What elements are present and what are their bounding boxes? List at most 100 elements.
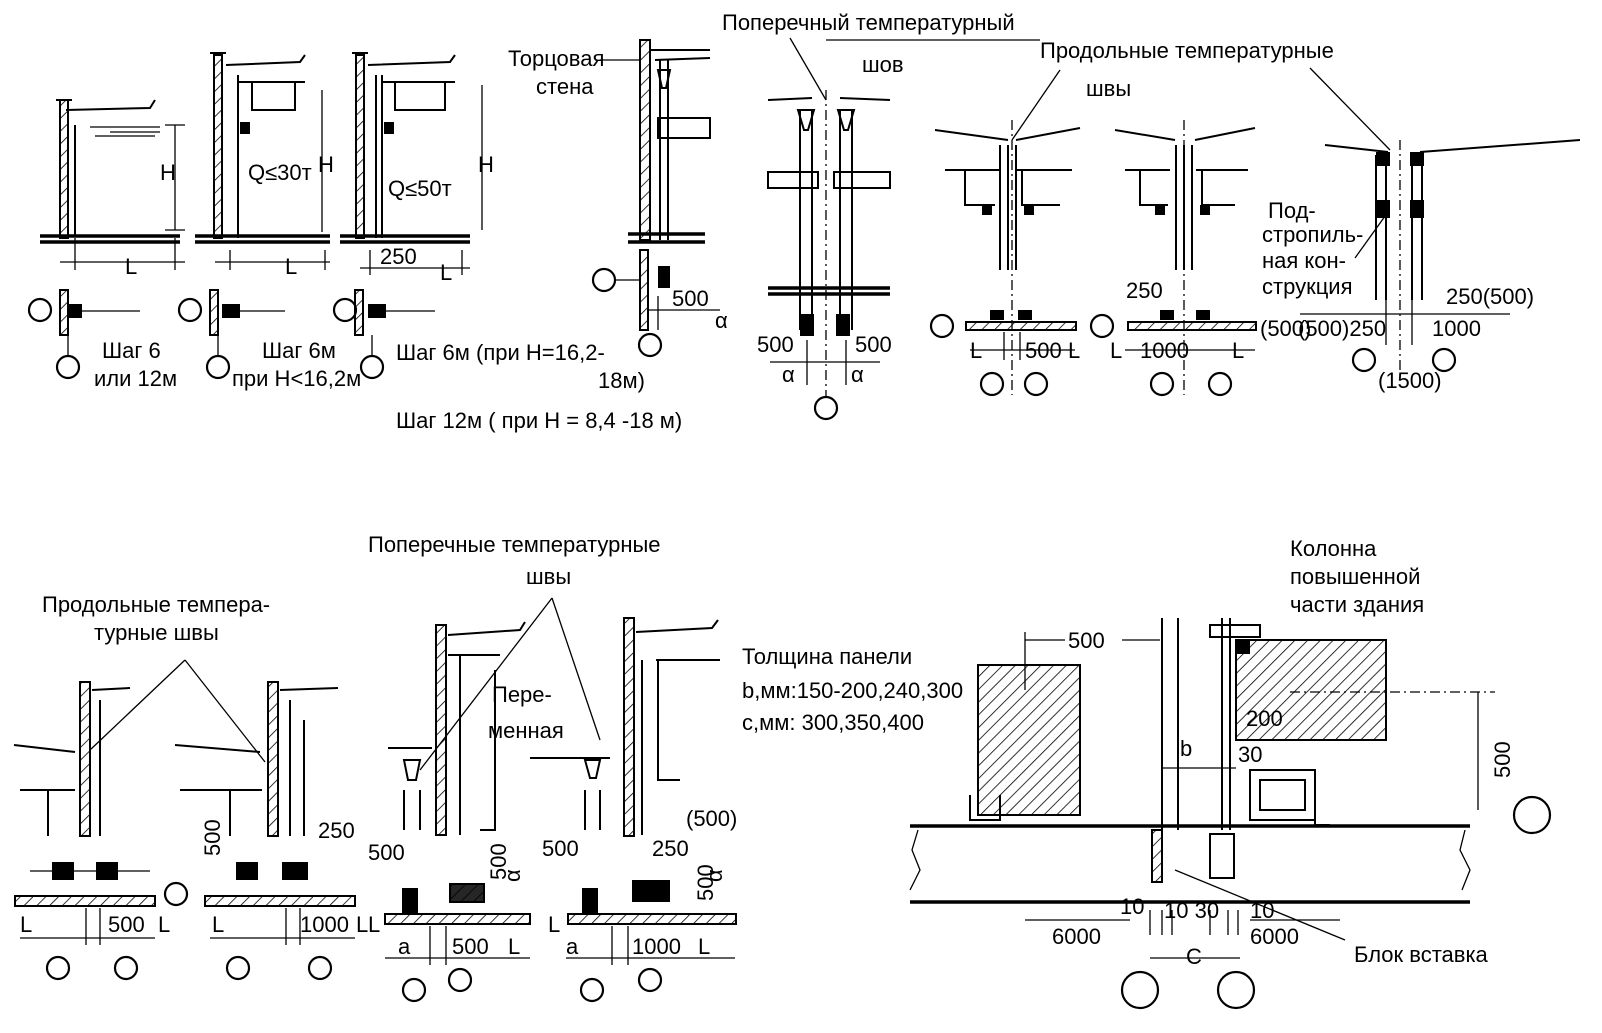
offset-500-joint-1: 500 [1025, 338, 1062, 363]
step-note-c-2: 18м) [598, 368, 645, 393]
offset-1000-d: 1000 [632, 934, 681, 959]
span-L-b1: L [20, 912, 32, 937]
offset-10-b: 10 [1250, 898, 1274, 923]
scheme-crane-50t: Q≤50т H 250 L [340, 52, 494, 285]
offset-500-b1: 500 [108, 912, 145, 937]
alpha-c1: α [500, 869, 525, 882]
offset-10-a: 10 [1120, 894, 1144, 919]
column-label-2: повышенной [1290, 564, 1420, 589]
offset-1000-joint-3: 1000 [1432, 316, 1481, 341]
column-label-1: Колонна [1290, 536, 1377, 561]
transverse-joint-title: Поперечный температурный [722, 10, 1015, 35]
alpha-right: α [851, 362, 864, 387]
bottom-transverse-joints: Поперечные температурные швы Пере- менна… [368, 532, 737, 1003]
offset-500-vertical: 500 [200, 819, 225, 856]
span-L-4: L [1232, 338, 1244, 363]
b-values-label: b,мм:150-200,240,300 [742, 678, 963, 703]
end-wall-detail: Торцовая стена 500 α [508, 39, 728, 358]
seam-label: шов [862, 52, 904, 77]
alpha-left: α [782, 362, 795, 387]
crane-capacity-50: Q≤50т [388, 176, 452, 201]
scheme-no-crane: H L [40, 99, 185, 279]
height-label: H [318, 152, 334, 177]
span-L-c2: L [508, 934, 520, 959]
rafter-label-1: Под- [1268, 198, 1316, 223]
crane-capacity-30: Q≤30т [248, 160, 312, 185]
offset-30-top: 30 [1238, 742, 1262, 767]
offset-500-paren: (500) [1260, 316, 1311, 341]
variable-label-1: Пере- [492, 682, 552, 707]
offset-500-right: 500 [855, 332, 892, 357]
offset-500-250: (500)250 [1298, 316, 1386, 341]
a-label-c1: a [398, 934, 411, 959]
offset-500-e: 500 [1068, 628, 1105, 653]
column-label-3: части здания [1290, 592, 1424, 617]
bottom-long-joints-label-1: Продольные темпера- [42, 592, 270, 617]
span-L-b4: L [356, 912, 368, 937]
offset-1000-b: 1000 [300, 912, 349, 937]
transverse-joint-detail: Поперечный температурный шов 500 500 α α [722, 10, 1040, 421]
offset-250-joint-2: 250 [1126, 278, 1163, 303]
offset-250-d: 250 [652, 836, 689, 861]
offset-250-500: 250(500) [1446, 284, 1534, 309]
span-label: L [125, 254, 137, 279]
offset-500-left: 500 [757, 332, 794, 357]
step-note-a-1: Шаг 6 [102, 338, 161, 363]
insert-block-detail: Толщина панели b,мм:150-200,240,300 с,мм… [742, 536, 1552, 1010]
offset-1000-joint-2: 1000 [1140, 338, 1189, 363]
a-label-d1: a [566, 934, 579, 959]
rafter-label-3: ная кон- [1262, 248, 1346, 273]
offset-500-paren-b: (500) [686, 806, 737, 831]
alpha-label: α [715, 308, 728, 333]
offset-500-d1v: 500 [693, 864, 718, 901]
height-label: H [160, 160, 176, 185]
offset-250: 250 [380, 244, 417, 269]
offset-10-30: 10 30 [1164, 898, 1219, 923]
offset-1500-paren: (1500) [1378, 368, 1442, 393]
c-dim-label: C [1186, 944, 1202, 969]
b-dim-label: b [1180, 736, 1192, 761]
c-values-label: с,мм: 300,350,400 [742, 710, 924, 735]
bottom-long-joints-label-2: турные швы [94, 620, 219, 645]
step-note-b-1: Шаг 6м [262, 338, 336, 363]
height-label: H [478, 152, 494, 177]
end-wall-label-2: стена [536, 74, 594, 99]
end-wall-label-1: Торцовая [508, 46, 604, 71]
alpha-d1: α [702, 869, 727, 882]
transverse-joints-label-1: Поперечные температурные [368, 532, 661, 557]
offset-250-b: 250 [318, 818, 355, 843]
insert-block-label: Блок вставка [1354, 942, 1489, 967]
span-label: L [440, 260, 452, 285]
offset-500-c2: 500 [452, 934, 489, 959]
variable-label-2: менная [488, 718, 564, 743]
span-L-2: L [1068, 338, 1080, 363]
span-L-c1: L [368, 912, 380, 937]
longitudinal-joints-detail: Продольные температурные швы L 500 L 250 [929, 38, 1581, 397]
span-L-d1: L [548, 912, 560, 937]
step-note-a-2: или 12м [94, 366, 177, 391]
span-L-1: L [970, 338, 982, 363]
panel-thickness-label: Толщина панели [742, 644, 912, 669]
rafter-label-4: струкция [1262, 274, 1353, 299]
offset-500-vertical-e: 500 [1490, 741, 1515, 778]
scheme-crane-30t: Q≤30т H L [195, 52, 334, 279]
bottom-longitudinal-joints: Продольные темпера- турные швы L 500 L 5… [13, 592, 368, 981]
offset-500-c1v: 500 [486, 843, 511, 880]
offset-200: 200 [1246, 706, 1283, 731]
offset-6000-right: 6000 [1250, 924, 1299, 949]
offset-500-c1: 500 [368, 840, 405, 865]
rafter-label-2: стропиль- [1262, 222, 1363, 247]
step-note-c-3: Шаг 12м ( при H = 8,4 -18 м) [396, 408, 682, 433]
transverse-joints-label-2: швы [526, 564, 571, 589]
plan-details-top-left: Шаг 6 или 12м Шаг 6м при H<16,2м Шаг 6м … [27, 289, 682, 433]
span-L-b3: L [212, 912, 224, 937]
offset-500-d1: 500 [542, 836, 579, 861]
offset-6000-left: 6000 [1052, 924, 1101, 949]
step-note-b-2: при H<16,2м [232, 366, 361, 391]
span-L-3: L [1110, 338, 1122, 363]
span-L-b2: L [158, 912, 170, 937]
span-L-d2: L [698, 934, 710, 959]
offset-500: 500 [672, 286, 709, 311]
longitudinal-seams-label: швы [1086, 76, 1131, 101]
